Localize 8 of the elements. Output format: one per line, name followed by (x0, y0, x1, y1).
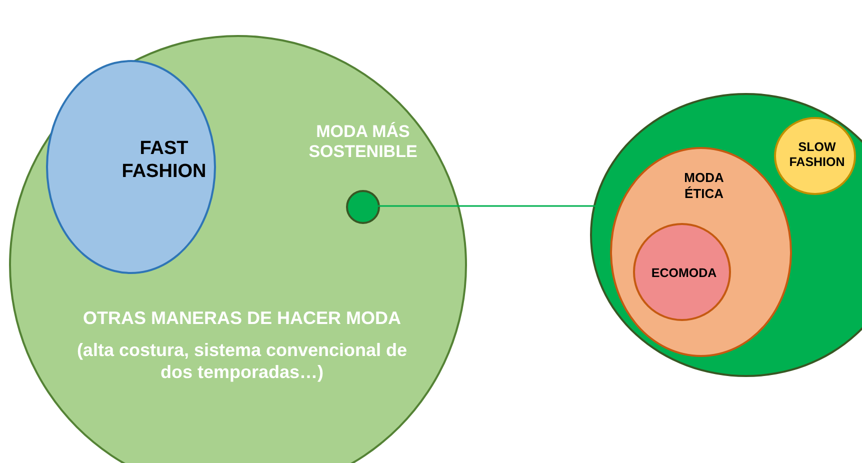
circle-note: (alta costura, sistema convencional de dos temporadas…) (76, 340, 408, 384)
circle-label: MODA MÁS SOSTENIBLE (308, 122, 418, 163)
circle-label: FAST FASHION (120, 138, 208, 184)
circle-label: OTRAS MANERAS DE HACER MODA (82, 308, 402, 330)
circle-label: MODA ÉTICA (683, 170, 725, 202)
circle-label: SLOW FASHION (788, 140, 846, 170)
connector-line (378, 205, 598, 207)
circle-label: ECOMODA (650, 266, 718, 281)
